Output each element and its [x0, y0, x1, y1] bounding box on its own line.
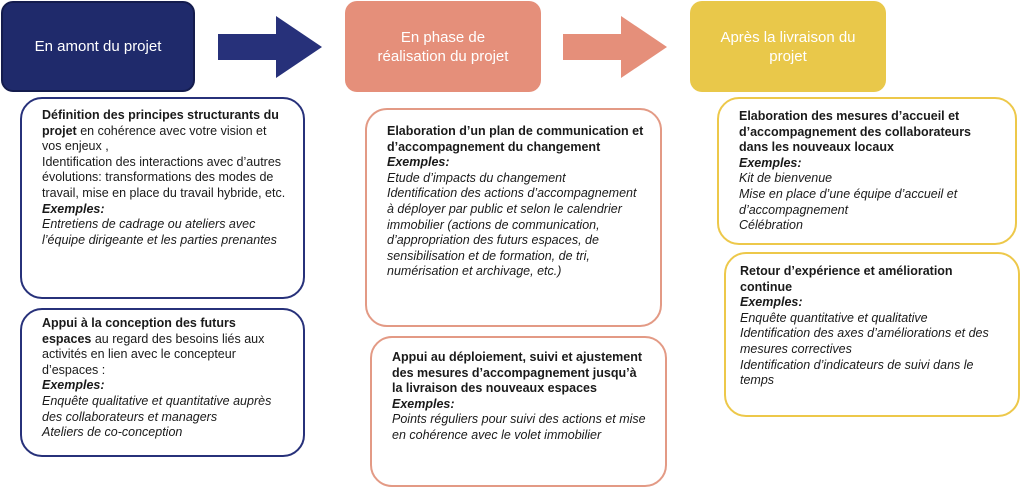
card-title: Elaboration des mesures d’accueil et d’a… [739, 109, 972, 155]
examples-text: Entretiens de cadrage ou ateliers avec l… [42, 217, 277, 247]
examples-label: Exemples: [42, 378, 105, 393]
card-communication-plan: Elaboration d’un plan de communication e… [365, 108, 662, 327]
examples-text: Enquête quantitative et qualitative Iden… [740, 310, 989, 388]
arrow-right-icon [218, 16, 322, 78]
card-continuous-improvement: Retour d’expérience et amélioration cont… [724, 252, 1020, 417]
examples-text: Enquête qualitative et quantitative aupr… [42, 393, 272, 440]
card-deployment-support: Appui au déploiement, suivi et ajustemen… [370, 336, 667, 487]
examples-text: Kit de bienvenue Mise en place d’une équ… [739, 171, 958, 233]
phase-after-delivery: Après la livraison du projet [690, 1, 886, 92]
card-structuring-principles: Définition des principes structurants du… [20, 97, 305, 299]
examples-text: Points réguliers pour suivi des actions … [392, 412, 646, 442]
examples-label: Exemples: [740, 295, 803, 310]
phase-during-project: En phase de réalisation du projet [345, 1, 541, 92]
card-welcome-measures: Elaboration des mesures d’accueil et d’a… [717, 97, 1017, 245]
card-title: Appui au déploiement, suivi et ajustemen… [392, 350, 643, 396]
card-title: Elaboration d’un plan de communication e… [387, 124, 644, 154]
phase-before-project: En amont du projet [1, 1, 195, 92]
card-title: Appui à la conception des futurs espaces [42, 316, 236, 346]
examples-label: Exemples: [387, 155, 450, 170]
arrow-right-icon [563, 16, 667, 78]
card-space-design-support: Appui à la conception des futurs espaces… [20, 308, 305, 457]
card-title: Définition des principes structurants du… [42, 108, 279, 138]
card-title: Retour d’expérience et amélioration cont… [740, 264, 953, 294]
examples-label: Exemples: [392, 396, 455, 411]
phase-label: Après la livraison du projet [720, 28, 856, 65]
examples-text: Etude d’impacts du changement Identifica… [387, 170, 637, 279]
phase-label: En amont du projet [34, 38, 162, 55]
card-text: au regard des besoins liés aux activités… [42, 331, 265, 377]
examples-label: Exemples: [739, 155, 802, 170]
examples-label: Exemples: [42, 201, 105, 216]
phase-label: En phase de réalisation du projet [377, 28, 509, 65]
card-text: en cohérence avec votre vision et vos en… [42, 123, 286, 200]
